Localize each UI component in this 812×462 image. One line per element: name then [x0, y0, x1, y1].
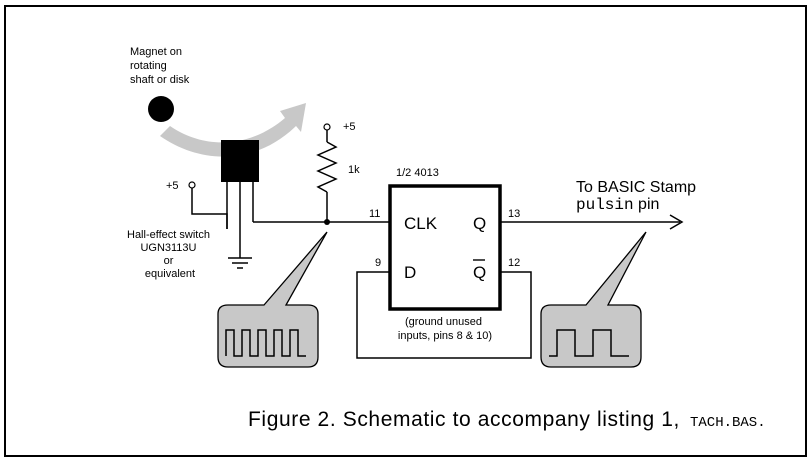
plus5-left-label: +5: [166, 180, 179, 192]
flipflop-note-line-2: inputs, pins 8 & 10): [398, 330, 492, 342]
flipflop-note: (ground unused inputs, pins 8 & 10): [398, 316, 492, 342]
output-arrowhead: [669, 214, 684, 230]
callout-output-waveform: [540, 231, 647, 368]
output-suffix: pin: [634, 196, 660, 213]
sensor-label-line-3: or: [164, 255, 174, 267]
plus5-top-label: +5: [343, 121, 356, 133]
output-label-line-2: pulsin pin: [576, 196, 659, 214]
d-pin-label: D: [404, 263, 416, 282]
magnet-label-line-2: rotating: [130, 60, 167, 72]
pin-number-q: 13: [508, 208, 520, 220]
pin-number-qbar: 12: [508, 257, 520, 269]
magnet-dot: [148, 96, 174, 122]
sensor-label: Hall-effect switch UGN3113U or equivalen…: [127, 229, 213, 280]
figure-caption: Figure 2. Schematic to accompany listing…: [248, 408, 766, 431]
output-code: pulsin: [576, 196, 634, 214]
resistor-zigzag: [316, 141, 338, 193]
magnet-label-line-3: shaft or disk: [130, 74, 190, 86]
clk-pin-label: CLK: [404, 214, 438, 233]
plus5-left-terminal: [188, 181, 196, 189]
flipflop-note-line-1: (ground unused: [405, 316, 482, 328]
plus5-top-terminal: [323, 123, 331, 131]
junction-dot: [324, 219, 330, 225]
sensor-label-line-4: equivalent: [145, 268, 195, 280]
caption-file: TACH.BAS.: [690, 415, 766, 431]
resistor-value: 1k: [348, 164, 360, 176]
caption-text: Figure 2. Schematic to accompany listing…: [248, 408, 680, 431]
magnet-label-line-1: Magnet on: [130, 46, 182, 58]
sensor-label-line-2: UGN3113U: [140, 242, 196, 254]
feedback-wire: [356, 271, 532, 359]
waveform-fast: [225, 329, 306, 357]
waveform-slow: [549, 329, 629, 357]
sensor-label-line-1: Hall-effect switch: [127, 229, 210, 241]
output-label-line-1: To BASIC Stamp: [576, 179, 696, 196]
magnet-label: Magnet on rotating shaft or disk: [130, 46, 190, 86]
callout-clk-waveform: [217, 231, 328, 368]
pin-number-clk: 11: [369, 208, 380, 220]
flipflop-title: 1/2 4013: [396, 167, 439, 179]
flipflop-box: [388, 184, 502, 311]
q-pin-label: Q: [473, 214, 486, 233]
pin-number-d: 9: [375, 257, 381, 269]
plus5-left-wire: [191, 188, 228, 229]
rotation-arrow: [160, 103, 306, 157]
qbar-pin-label: Q: [473, 263, 486, 282]
hall-sensor-body: [221, 140, 259, 182]
